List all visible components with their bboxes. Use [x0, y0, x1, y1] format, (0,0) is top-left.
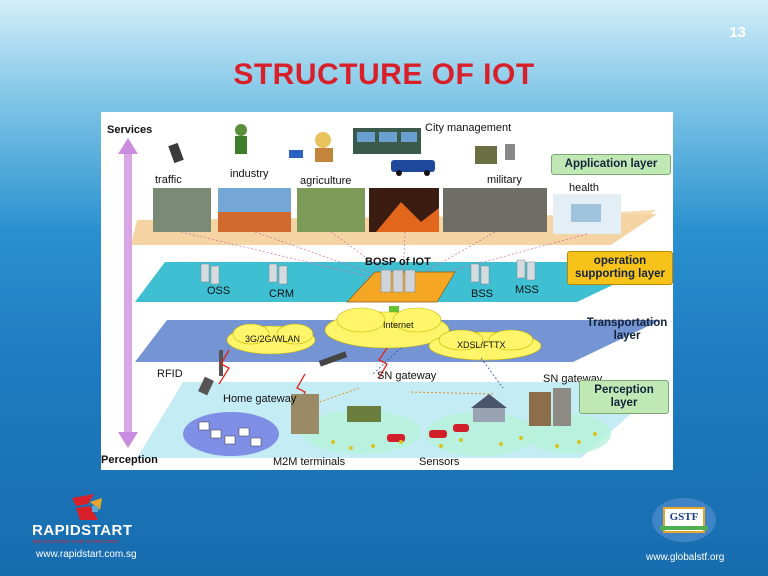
industry-person-icon [235, 124, 247, 136]
ops-label-bss: BSS [471, 288, 494, 300]
axis-arrow-top [118, 138, 138, 154]
ops-label-mss: MSS [515, 284, 539, 296]
slide-title: STRUCTURE OF IOT [233, 58, 535, 91]
rapidstart-tagline: SME SOLUTIONS. YOUR SATISFACTION. [32, 539, 120, 544]
phone-icon [168, 142, 184, 164]
house-icon-2 [471, 394, 507, 408]
axis-arrow-shaft [124, 148, 132, 438]
handheld-icon [505, 144, 515, 160]
perception-label-sensors: Sensors [419, 456, 460, 468]
building-icon [291, 394, 319, 434]
satellite-icon [318, 351, 348, 367]
perception-label-home-gateway: Home gateway [223, 393, 297, 405]
service-label-traffic: traffic [155, 174, 182, 186]
ops-label-crm: CRM [269, 288, 295, 300]
soldier-icon [475, 146, 497, 164]
building-icon-2 [529, 392, 551, 426]
diagram-graphics [118, 124, 667, 458]
service-label-agriculture: agriculture [300, 175, 352, 187]
sensor-field-1 [301, 410, 421, 454]
service-label-military: military [487, 174, 522, 186]
iot-structure-diagram: Services Perception traffic industry agr… [101, 112, 673, 470]
rapidstart-logo-icon [72, 494, 102, 520]
laptop-icon [289, 150, 303, 158]
layer-label-transportation: Transportation layer [586, 317, 668, 342]
gstf-url[interactable]: www.globalstf.org [646, 552, 725, 563]
gstf-logo: GSTF [650, 496, 718, 544]
service-label-health: health [569, 182, 599, 194]
wlan-cloud [226, 323, 316, 355]
network-label-internet: Internet [383, 320, 414, 330]
network-label-wlan: 3G/2G/WLAN [245, 334, 301, 344]
house-icon [347, 406, 381, 422]
axis-label-services: Services [107, 124, 153, 136]
perception-label-rfid: RFID [157, 368, 183, 380]
layer-label-operation: operation supporting layer [567, 251, 673, 285]
gstf-globe-icon [652, 498, 716, 542]
xdsl-cloud [428, 329, 542, 361]
building-icon-3 [553, 388, 571, 426]
rapidstart-url[interactable]: www.rapidstart.com.sg [36, 549, 137, 560]
police-car-icon [391, 160, 435, 172]
ops-label-bosp: BOSP of IOT [365, 256, 431, 268]
rapidstart-brand: RAPIDSTART [32, 522, 133, 539]
sensor-field-2 [425, 412, 537, 456]
car-icons [387, 424, 469, 442]
axis-arrow-bottom [118, 432, 138, 448]
ops-servers [200, 259, 536, 285]
perception-label-m2m: M2M terminals [273, 456, 346, 468]
layer-label-perception: Perception layer [579, 380, 669, 414]
bosp-servers [380, 269, 416, 293]
home-devices [198, 421, 262, 447]
sensor-dots [331, 432, 597, 450]
axis-label-perception: Perception [101, 454, 158, 466]
home-area [183, 412, 279, 456]
service-label-industry: industry [230, 168, 269, 180]
layer-label-application: Application layer [551, 154, 671, 175]
rapidstart-logo: RAPIDSTART SME SOLUTIONS. YOUR SATISFACT… [32, 494, 144, 546]
service-label-city: City management [425, 122, 512, 134]
agriculture-photo [297, 188, 365, 232]
router-icon [198, 376, 214, 396]
ops-label-oss: OSS [207, 285, 231, 297]
slide-number: 13 [729, 24, 746, 41]
gstf-brand: GSTF [669, 511, 699, 523]
military-photo [443, 188, 547, 232]
perception-label-sn-gateway-1: SN gateway [377, 370, 437, 382]
internet-cloud [324, 307, 450, 349]
farmer-icon [315, 132, 331, 148]
traffic-photo [153, 188, 211, 232]
network-label-xdsl: XDSL/FTTX [457, 340, 506, 350]
